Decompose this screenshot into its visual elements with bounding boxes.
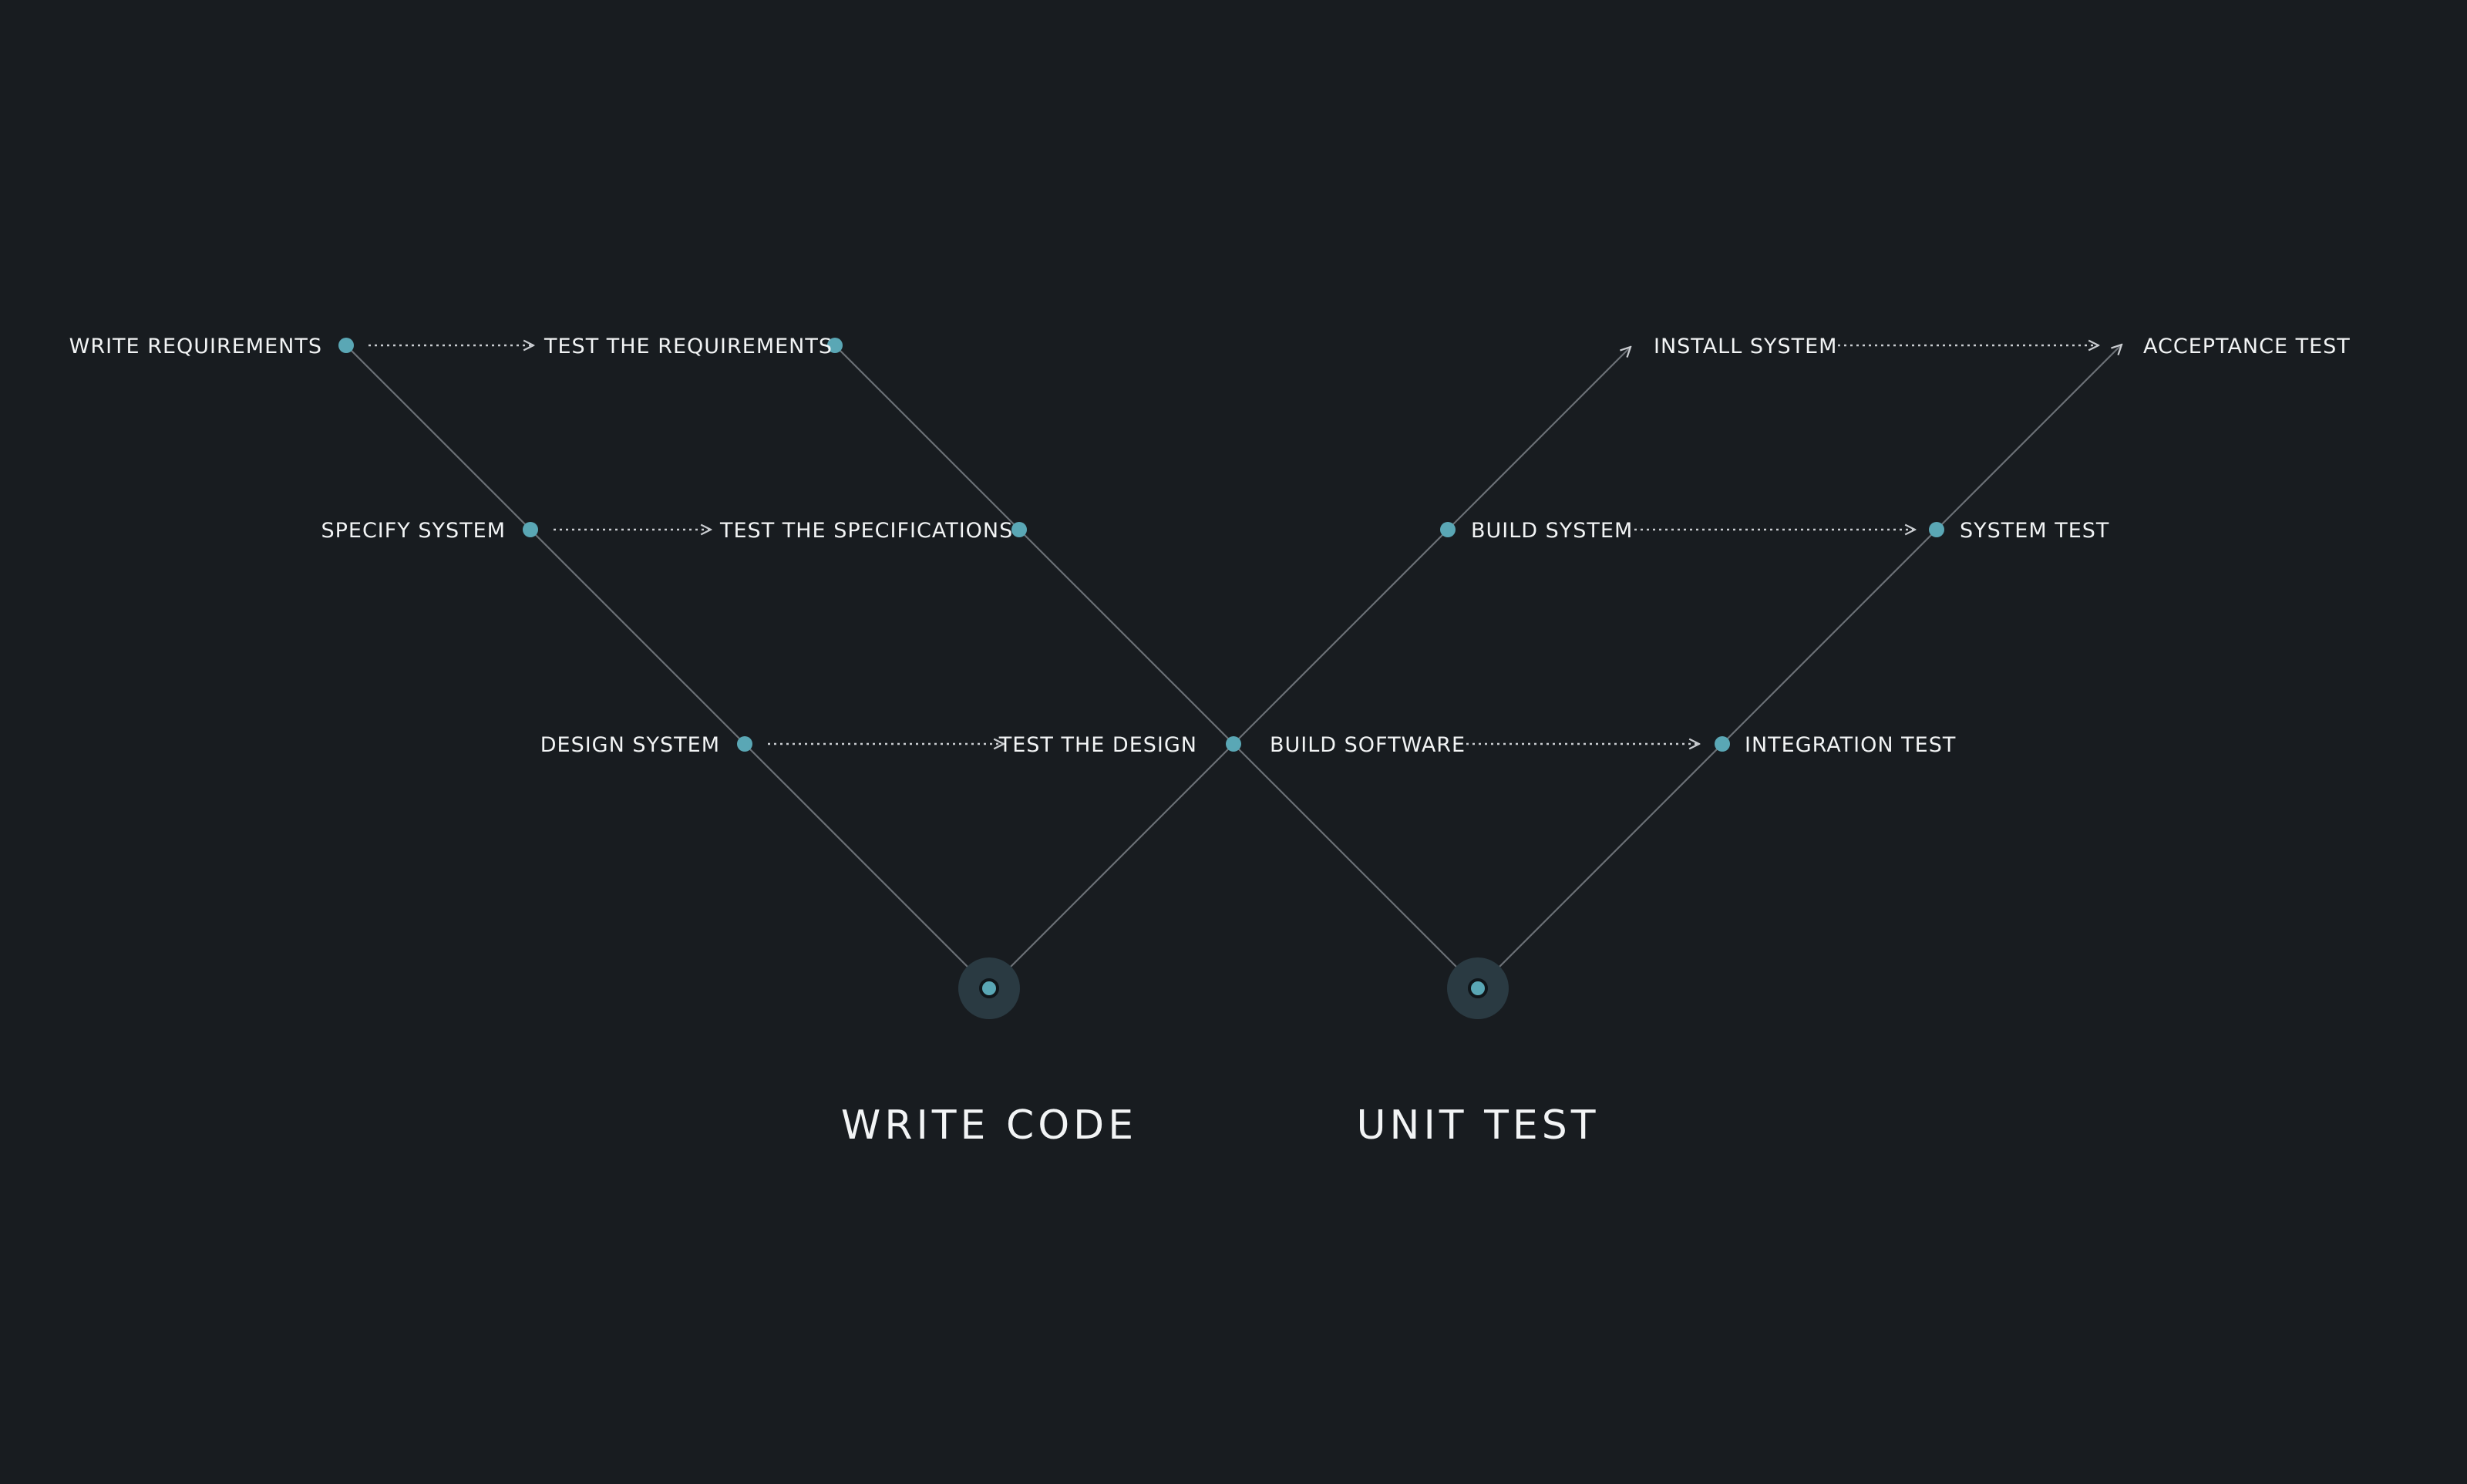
label-test-specifications: TEST THE SPECIFICATIONS (719, 519, 1013, 543)
label-install-system: INSTALL SYSTEM (1654, 335, 1837, 358)
label-test-requirements: TEST THE REQUIREMENTS (544, 335, 833, 358)
middle-ascending-line (1232, 347, 1631, 745)
node-build-system (1440, 522, 1456, 537)
node-write-code (979, 978, 999, 998)
bottom-labels: WRITE CODE UNIT TEST (841, 1102, 1600, 1149)
label-system-test: SYSTEM TEST (1960, 519, 2109, 543)
middle-descending-line (833, 344, 1479, 990)
label-write-requirements: WRITE REQUIREMENTS (69, 335, 322, 358)
node-write-requirements (338, 338, 354, 353)
left-descending-line (345, 344, 991, 990)
node-test-requirements (827, 338, 843, 353)
label-integration-test: INTEGRATION TEST (1745, 733, 1956, 757)
dotted-arrows (369, 345, 2098, 744)
label-write-code: WRITE CODE (841, 1102, 1137, 1149)
label-specify-system: SPECIFY SYSTEM (321, 519, 506, 543)
diagonal-lines (345, 344, 2122, 990)
node-specify-system (523, 522, 538, 537)
node-system-test (1929, 522, 1944, 537)
left-ascending-line (988, 742, 1235, 990)
node-build-software (1226, 736, 1241, 752)
right-ascending-line (1476, 345, 2122, 990)
label-design-system: DESIGN SYSTEM (540, 733, 720, 757)
label-acceptance-test: ACCEPTANCE TEST (2143, 335, 2351, 358)
label-build-software: BUILD SOFTWARE (1270, 733, 1466, 757)
label-test-design: TEST THE DESIGN (998, 733, 1197, 757)
node-unit-test (1468, 978, 1488, 998)
label-build-system: BUILD SYSTEM (1471, 519, 1633, 543)
label-unit-test: UNIT TEST (1357, 1102, 1600, 1149)
node-integration-test (1715, 736, 1730, 752)
node-test-specifications (1011, 522, 1027, 537)
step-labels: WRITE REQUIREMENTS TEST THE REQUIREMENTS… (69, 335, 2351, 757)
node-design-system (737, 736, 752, 752)
nodes (338, 338, 1944, 998)
